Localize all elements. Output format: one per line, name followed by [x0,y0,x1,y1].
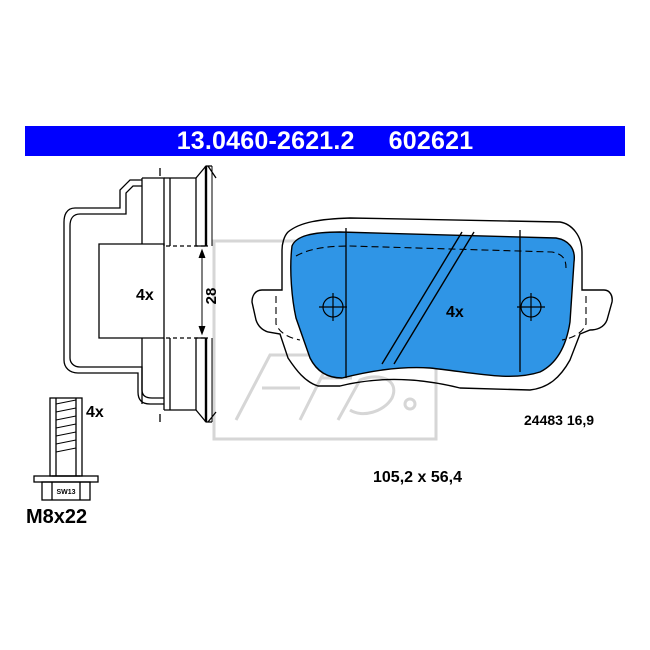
header-bar: 13.0460-2621.2 602621 [25,126,625,156]
wva-and-thickness: 24483 16,9 [524,412,594,428]
reference-number: 602621 [388,126,474,155]
bolt-drawing [33,397,99,501]
side-view-quantity: 4x [136,287,154,304]
part-number: 13.0460-2621.2 [176,126,355,155]
pad-side-view [63,165,217,423]
pad-quantity: 4x [446,304,464,321]
wrench-size: SW13 [56,489,75,496]
bolt-quantity: 4x [86,404,104,421]
brake-pad-front-view [251,217,613,391]
pad-dimensions: 105,2 x 56,4 [373,469,462,486]
thread-size: M8x22 [26,506,87,528]
thickness-dimension: 28 [203,288,220,305]
